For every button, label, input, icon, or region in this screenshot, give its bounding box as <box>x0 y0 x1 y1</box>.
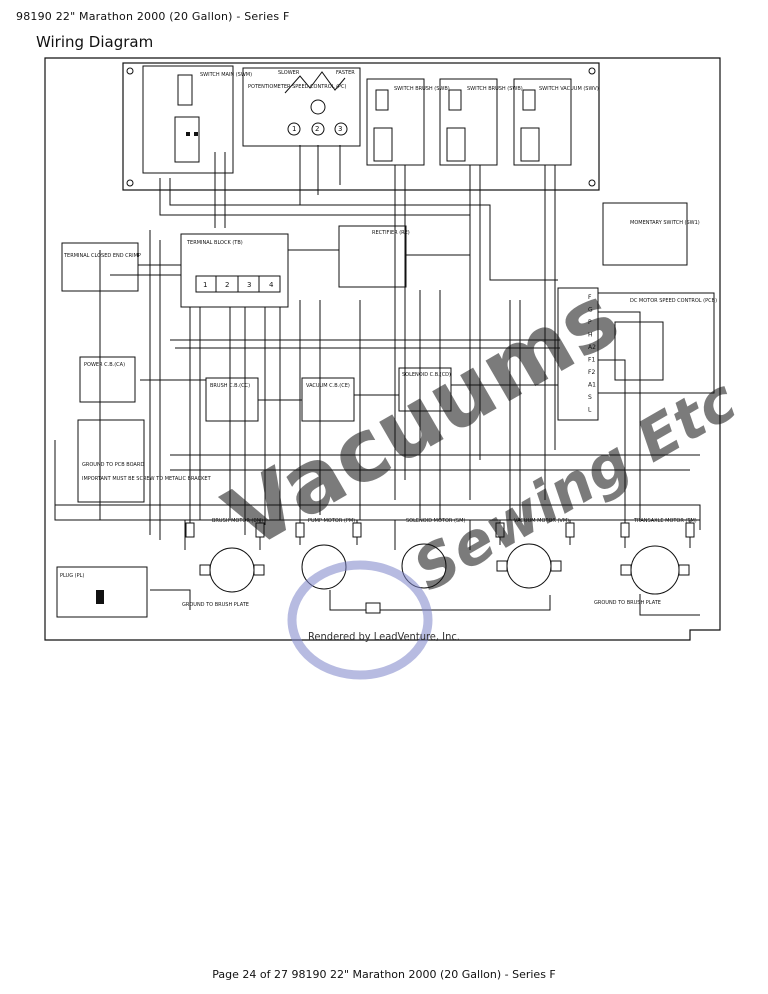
pcb-terminal-4: A2 <box>588 344 596 351</box>
label-vacuum-motor: VACUUM MOTOR (VM) <box>514 518 569 524</box>
render-credit: Rendered by LeadVenture, Inc. <box>308 630 460 643</box>
potentiometer-numbers: 1 2 3 <box>292 125 342 133</box>
label-ground-brush-plate-1: GROUND TO BRUSH PLATE <box>182 602 249 608</box>
pcb-terminal-9: L <box>588 407 592 414</box>
label-faster: FASTER <box>336 70 355 76</box>
label-switch-brush-2: SWITCH BRUSH (SWB) <box>467 86 523 92</box>
label-plug: PLUG (PL) <box>60 573 84 579</box>
terminal-block-numbers: 1 2 3 4 <box>203 281 274 289</box>
pcb-terminal-0: F <box>588 294 592 301</box>
label-power-cb: POWER C.B.(CA) <box>84 362 125 368</box>
label-solenoid-motor: SOLENOID MOTOR (SM) <box>406 518 465 524</box>
document-header: 98190 22" Marathon 2000 (20 Gallon) - Se… <box>16 10 290 23</box>
pcb-terminal-8: S <box>588 394 592 401</box>
label-vacuum-cb: VACUUM C.B.(CE) <box>306 383 350 389</box>
label-dc-motor-speed-control: DC MOTOR SPEED CONTROL (PCB) <box>630 298 717 304</box>
pcb-terminal-1: G <box>588 307 593 314</box>
label-terminal-closed: TERMINAL CLOSED END CRIMP <box>63 253 141 259</box>
label-brush-motor: BRUSH MOTOR (BM) <box>212 518 263 524</box>
pcb-terminal-6: F2 <box>588 369 595 376</box>
label-solenoid-cb: SOLENOID C.B.(CD) <box>402 372 451 378</box>
label-switch-brush-1: SWITCH BRUSH (SWB) <box>394 86 450 92</box>
label-potentiometer: POTENTIOMETER SPEED CONTROL (PC) <box>248 84 347 90</box>
pcb-terminal-3: H <box>588 332 593 339</box>
page-title: Wiring Diagram <box>36 33 154 51</box>
page-footer: Page 24 of 27 98190 22" Marathon 2000 (2… <box>212 968 556 981</box>
label-ground-brush-plate-2: GROUND TO BRUSH PLATE <box>594 600 661 606</box>
label-switch-vacuum: SWITCH VACUUM (SWV) <box>539 86 599 92</box>
pcb-terminal-7: A1 <box>588 382 596 389</box>
label-ground-pcb: GROUND TO PCB BOARD <box>82 462 144 468</box>
terminal-number-1: 2 <box>225 281 229 289</box>
label-slower: SLOWER <box>278 70 300 76</box>
label-terminal-block: TERMINAL BLOCK (TB) <box>186 240 243 246</box>
pcb-terminal-2: P <box>588 319 592 326</box>
label-important: IMPORTANT MUST BE SCREW TO METALIC BRACK… <box>82 476 212 482</box>
label-pump-motor: PUMP MOTOR (PM) <box>308 518 355 524</box>
pot-number-1: 2 <box>315 125 319 133</box>
terminal-number-0: 1 <box>203 281 207 289</box>
pot-number-2: 3 <box>338 125 342 133</box>
label-rectifier: RECTIFIER (RE) <box>372 230 410 236</box>
terminal-number-3: 4 <box>269 281 274 289</box>
pcb-terminal-5: F1 <box>588 357 595 364</box>
label-transaxle-motor: TRANSAXLE MOTOR (TM) <box>633 518 697 524</box>
label-momentary-switch: MOMENTARY SWITCH (SW1) <box>630 220 700 226</box>
terminal-number-2: 3 <box>247 281 251 289</box>
label-switch-main: SWITCH MAIN (SWM) <box>200 72 252 78</box>
pot-number-0: 1 <box>292 125 296 133</box>
label-brush-cb: BRUSH C.B.(CC) <box>210 383 250 389</box>
